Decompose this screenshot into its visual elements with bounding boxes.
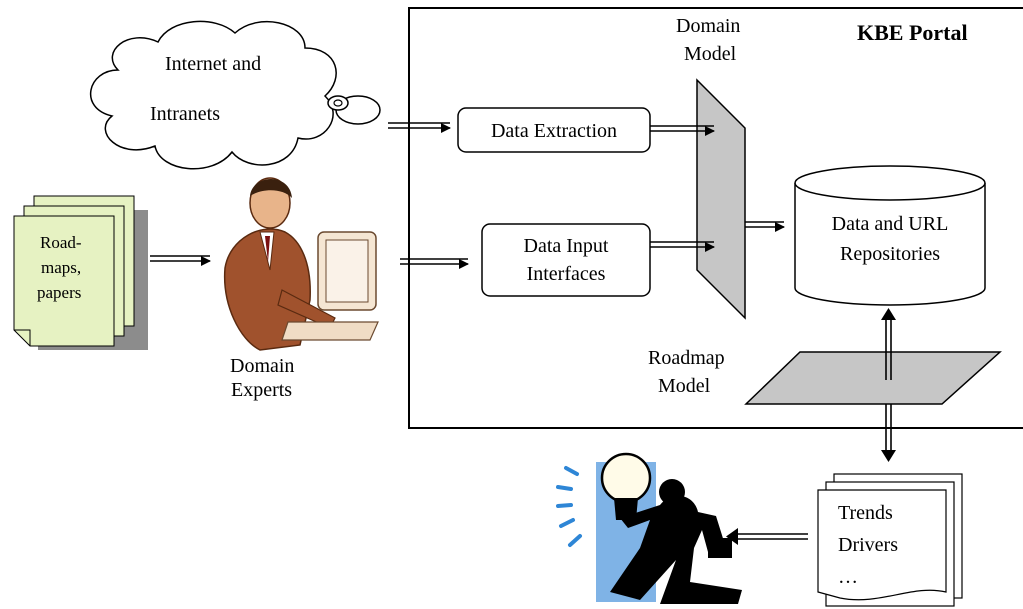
arrows <box>150 122 896 545</box>
domain-model-label-line2: Model <box>684 43 737 65</box>
arrow-experts-to-input <box>400 258 469 269</box>
roadmap-model-label-line2: Model <box>658 375 711 397</box>
domain-model-label-line1: Domain <box>676 15 740 37</box>
domain-model: Domain Model <box>676 15 746 320</box>
experts-label-line1: Domain <box>230 355 294 377</box>
experts-label-line2: Experts <box>231 379 292 401</box>
document-page <box>13 215 115 347</box>
documents-stack: Road- maps, papers <box>13 195 148 350</box>
portal-title: KBE Portal <box>857 20 968 45</box>
roadmap-model-label-line1: Roadmap <box>648 347 725 369</box>
roadmap-model: Roadmap Model <box>648 347 1002 405</box>
internet-label-line2: Intranets <box>150 103 220 125</box>
documents-label-line1: Road- <box>40 233 82 252</box>
domain-expert-clipart: Domain Experts <box>223 177 379 401</box>
data-input-box: Data Input Interfaces <box>481 223 651 297</box>
arrow-trends-to-user <box>726 528 808 545</box>
trends-label-line2: Drivers <box>838 534 898 556</box>
arrow-repository-roadmap-bidirectional <box>881 308 896 380</box>
data-extraction-box: Data Extraction <box>457 107 651 153</box>
repository-label-line2: Repositories <box>840 243 940 265</box>
arrow-roadmap-to-trends <box>881 404 896 462</box>
lightbulb-icon <box>600 452 652 504</box>
arrow-extraction-to-model <box>650 125 715 136</box>
trends-label-line3: … <box>838 566 858 588</box>
arrow-documents-to-experts <box>150 255 211 266</box>
arrow-internet-to-extraction <box>388 122 451 133</box>
arrow-model-to-repository <box>745 221 785 232</box>
repository-cylinder: Data and URL Repositories <box>794 165 986 306</box>
internet-cloud: Internet and Intranets <box>89 20 381 170</box>
kbe-portal-frame: KBE Portal <box>408 7 1023 429</box>
data-extraction-label: Data Extraction <box>491 120 617 142</box>
document-page <box>817 489 947 601</box>
data-input-label-line1: Data Input <box>524 235 609 257</box>
idea-person-clipart <box>556 452 742 604</box>
data-input-label-line2: Interfaces <box>527 263 606 285</box>
documents-label-line3: papers <box>37 283 81 302</box>
trends-label-line1: Trends <box>838 502 893 524</box>
documents-label-line2: maps, <box>41 258 81 277</box>
trends-document-stack: Trends Drivers … <box>817 473 963 607</box>
internet-label-line1: Internet and <box>165 53 261 75</box>
repository-label-line1: Data and URL <box>832 213 949 235</box>
arrow-input-to-model <box>650 241 715 252</box>
